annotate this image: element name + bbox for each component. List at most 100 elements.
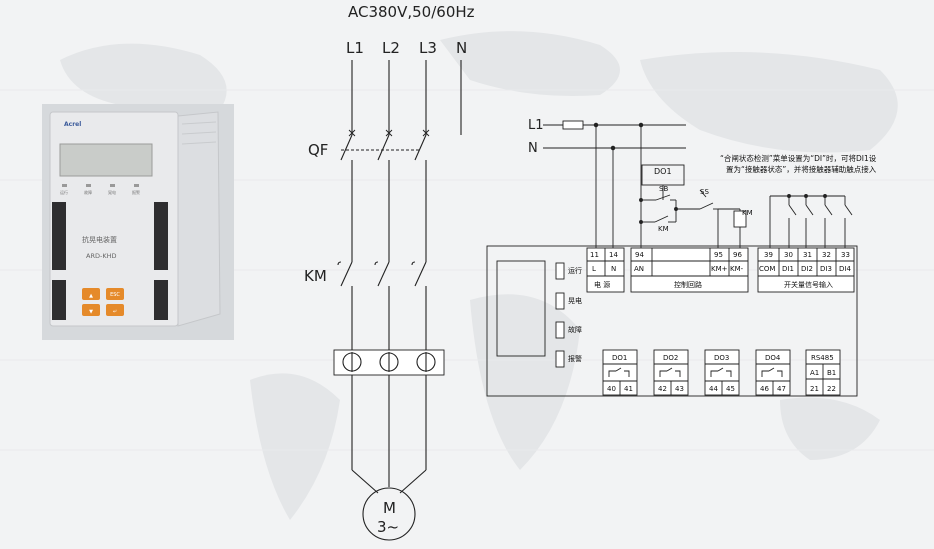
power-terminal-num: 14 xyxy=(609,251,618,259)
output-do1: DO1 40 41 xyxy=(602,349,638,396)
output-do2: DO2 42 43 xyxy=(653,349,689,396)
di-terminal-num: 39 xyxy=(764,251,773,259)
status-label: 晃电 xyxy=(568,296,582,305)
power-terminal-title: 电 源 xyxy=(594,280,610,289)
rs485-term-b: 22 xyxy=(827,385,836,393)
ctrl-terminal-label: KM- xyxy=(730,265,744,273)
device-key-enter xyxy=(106,304,124,316)
status-indicators: 运行 晃电 故障 报警 xyxy=(555,262,582,368)
di-terminal-num: 33 xyxy=(841,251,850,259)
output-do4: DO4 46 47 xyxy=(755,349,791,396)
device-led-label: 运行 xyxy=(60,189,68,195)
device-image: Acrel 运行 故障 晃电 报警 抗晃电装置 ARD-KHD ▲ ESC ▼ … xyxy=(42,104,234,340)
ctrl-terminal-num: 96 xyxy=(733,251,742,259)
motor-symbol: M xyxy=(383,499,396,517)
device-terminal-block xyxy=(154,280,168,320)
output-terminal: 41 xyxy=(624,385,633,393)
output-terminal: 45 xyxy=(726,385,735,393)
output-terminal: 43 xyxy=(675,385,684,393)
power-terminal-num: 11 xyxy=(590,251,599,259)
control-bus xyxy=(543,120,747,258)
di-terminal-title: 开关量信号输入 xyxy=(784,280,833,289)
di-terminal-label: COM xyxy=(759,265,775,273)
device-key-up-label: ▲ xyxy=(89,293,93,299)
output-terminal: 40 xyxy=(607,385,616,393)
supply-label: AC380V,50/60Hz xyxy=(348,3,475,21)
ctrl-terminal-num: 95 xyxy=(714,251,723,259)
qf-trip-marks xyxy=(348,129,430,137)
device-display xyxy=(496,260,546,357)
mains-l2-label: L2 xyxy=(382,39,400,57)
power-terminal-label: N xyxy=(611,265,616,273)
di-terminal-num: 30 xyxy=(784,251,793,259)
rs485-term-a: 21 xyxy=(810,385,819,393)
contactor-km xyxy=(337,261,427,352)
device-key-down-label: ▼ xyxy=(89,309,93,315)
device-outline xyxy=(486,245,858,397)
ss-label: SS xyxy=(700,188,709,196)
di-terminal-label: DI2 xyxy=(801,265,813,273)
output-terminal: 42 xyxy=(658,385,667,393)
status-label: 报警 xyxy=(568,354,582,363)
ctrl-terminal-title: 控制回路 xyxy=(674,280,702,289)
power-terminal-block: 11 14 L N 电 源 xyxy=(586,247,625,293)
output-terminal: 44 xyxy=(709,385,718,393)
output-terminal: 46 xyxy=(760,385,769,393)
km-aux-label: KM xyxy=(658,225,669,233)
device-led-label: 故障 xyxy=(84,189,92,195)
device-model: ARD-KHD xyxy=(86,252,116,260)
di-terminal-label: DI4 xyxy=(839,265,851,273)
device-terminal-block xyxy=(52,280,66,320)
di-contacts xyxy=(769,194,853,248)
motor-feeders xyxy=(351,375,427,494)
device-name: 抗晃电装置 xyxy=(82,235,117,244)
mains-n-label: N xyxy=(456,39,467,57)
di-terminal-num: 32 xyxy=(822,251,831,259)
device-led-label: 晃电 xyxy=(108,189,116,195)
device-key-down xyxy=(82,304,100,316)
ctrl-terminal-label: AN xyxy=(634,265,644,273)
power-terminal-label: L xyxy=(592,265,596,273)
di-terminal-block: 39 30 31 32 33 COM DI1 DI2 DI3 DI4 开关量信号… xyxy=(757,247,855,293)
rs485-block: RS485 A1 B1 21 22 xyxy=(805,349,841,396)
breaker-qf xyxy=(340,134,427,262)
control-terminal-block: 94 95 96 AN KM+ KM- 控制回路 xyxy=(630,247,749,293)
control-n-label: N xyxy=(528,141,538,156)
device-terminal-block xyxy=(154,202,168,270)
status-label: 运行 xyxy=(568,266,582,275)
device-lcd xyxy=(59,143,153,177)
device-key-esc xyxy=(106,288,124,300)
ctrl-terminal-num: 94 xyxy=(635,251,644,259)
di-terminal-label: DI3 xyxy=(820,265,832,273)
control-l1-label: L1 xyxy=(528,118,544,133)
sb-label: SB xyxy=(659,185,668,193)
ctrl-terminal-label: KM+ xyxy=(711,265,728,273)
motor: M 3~ xyxy=(362,487,416,541)
output-do3: DO3 44 45 xyxy=(704,349,740,396)
device-brand: Acrel xyxy=(64,121,81,128)
breaker-label: QF xyxy=(308,141,328,159)
contactor-label: KM xyxy=(304,267,327,285)
rs485-b: B1 xyxy=(827,369,836,377)
current-transformers xyxy=(333,349,445,376)
di-note-line1: “合闸状态检测”菜单设置为“DI”时，可将DI1设 xyxy=(720,153,877,163)
status-label: 故障 xyxy=(568,325,582,334)
do1-coil-label: DO1 xyxy=(654,167,672,176)
output-name: DO3 xyxy=(714,354,729,362)
output-name: DO2 xyxy=(663,354,678,362)
device-key-enter-label: ↵ xyxy=(113,309,117,315)
output-name: DO1 xyxy=(612,354,627,362)
km-coil-label: KM xyxy=(742,209,753,217)
rs485-a: A1 xyxy=(810,369,819,377)
di-terminal-num: 31 xyxy=(803,251,812,259)
rs485-title: RS485 xyxy=(811,354,834,362)
mains-l3-label: L3 xyxy=(419,39,437,57)
motor-phase: 3~ xyxy=(377,518,399,536)
device-key-esc-label: ESC xyxy=(110,292,120,298)
mains-l1-label: L1 xyxy=(346,39,364,57)
output-terminal: 47 xyxy=(777,385,786,393)
mains-lines xyxy=(351,60,462,135)
di-terminal-label: DI1 xyxy=(782,265,794,273)
di-note-line2: 置为“接触器状态”，并将接触器辅助触点接入 xyxy=(726,164,877,174)
